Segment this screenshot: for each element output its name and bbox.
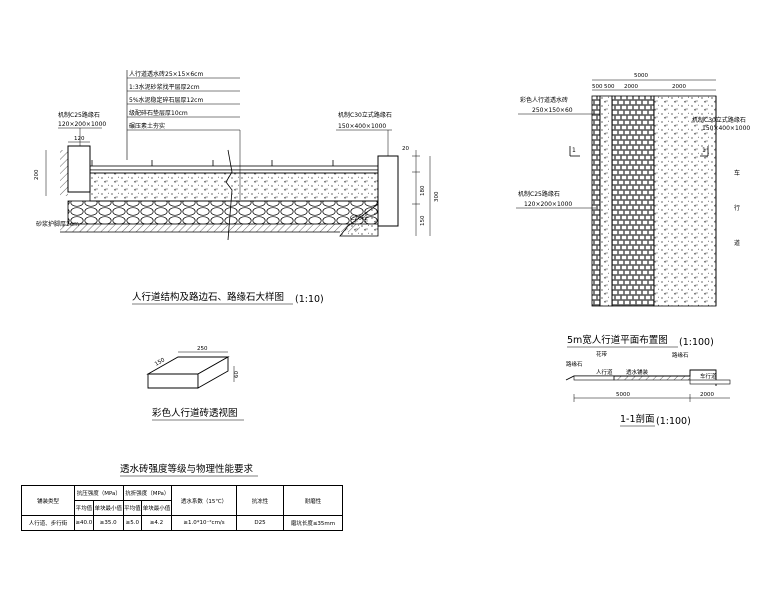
- cell-f-min: ≥4.2: [141, 515, 172, 531]
- dim-right-b: 150: [420, 215, 426, 226]
- plan-planting-strip: [599, 95, 613, 307]
- plan-title: 5m宽人行道平面布置图: [567, 334, 668, 346]
- cell-frost: D25: [236, 515, 284, 531]
- road-label-3: 道: [734, 239, 740, 247]
- road-label-2: 行: [734, 204, 740, 212]
- plan-curb-strip: [591, 95, 601, 307]
- plan-brick-label: 彩色人行道透水砖: [520, 96, 568, 104]
- section-mark-left: 1: [572, 147, 576, 154]
- right-curb-size: 150×400×1000: [338, 123, 386, 130]
- plan-scale: (1:100): [679, 337, 714, 348]
- table-row: 人行道、步行街 ≥40.0 ≥35.0 ≥5.0 ≥4.2 ≥1.0*10⁻²c…: [21, 515, 343, 531]
- sec-label-4: 透水铺装: [626, 368, 649, 376]
- section-mark-right: 1: [702, 147, 706, 154]
- stabilized-layer: [89, 172, 379, 202]
- plan-permeable-paving: [653, 95, 717, 307]
- table-title: 透水砖强度等级与物理性能要求: [120, 463, 254, 475]
- mortar-footing-label: 砂浆护脚厚2cm: [36, 220, 79, 228]
- dim-right-c: 300: [434, 191, 440, 202]
- layer-label-2: 1:3水泥砂浆找平层厚2cm: [129, 83, 200, 91]
- section-1-1-scale: (1:100): [656, 416, 691, 427]
- brick-title: 彩色人行道砖透视图: [152, 407, 238, 419]
- cell-f-avg: ≥5.0: [122, 515, 143, 531]
- table-header-row: 铺装类型 抗压强度（MPa） 抗折强度（MPa） 透水系数（15℃） 抗冻性 耐…: [21, 485, 343, 516]
- cell-wear: 磨坑长度≤35mm: [283, 515, 343, 531]
- right-curb: [377, 155, 399, 227]
- th-permeability: 透水系数（15℃）: [171, 485, 237, 516]
- brick-perspective: 250 150 60 彩色人行道砖透视图: [146, 346, 244, 421]
- th-flexural: 抗折强度（MPa）: [122, 485, 173, 501]
- performance-table: 铺装类型 抗压强度（MPa） 抗折强度（MPa） 透水系数（15℃） 抗冻性 耐…: [21, 485, 343, 531]
- concrete-label: C20砼: [350, 214, 368, 222]
- brick-layer: [67, 165, 379, 171]
- sec-label-2: 花带: [596, 350, 608, 358]
- th-f-avg: 平均值: [122, 500, 143, 516]
- brick-length: 250: [197, 346, 208, 352]
- mortar-layer: [67, 169, 379, 174]
- plan-seg-4: 2000: [672, 84, 686, 90]
- th-c-avg: 平均值: [74, 500, 94, 516]
- plan-right-curb-size: 150×400×1000: [702, 125, 750, 132]
- sidewalk-section-detail: 人行道透水砖25×15×6cm 1:3水泥砂浆找平层厚2cm 5%水泥稳定碎石层…: [34, 70, 440, 305]
- th-frost: 抗冻性: [236, 485, 284, 516]
- sec-dim-right: 2000: [700, 392, 714, 398]
- sec-label-3: 人行道: [596, 368, 613, 376]
- soil-layer: [60, 224, 360, 232]
- plan-seg-2: 500: [604, 84, 615, 90]
- section-detail-scale: (1:10): [295, 294, 324, 305]
- plan-right-curb-label: 机制C30立式路缘石: [692, 116, 746, 124]
- th-compressive: 抗压强度（MPa）: [74, 485, 124, 501]
- th-f-min: 单块最小值: [141, 500, 172, 516]
- layer-label-4: 级配碎石垫层厚10cm: [129, 109, 188, 117]
- right-curb-label: 机制C30立式路缘石: [338, 111, 392, 119]
- left-curb-size: 120×200×1000: [58, 121, 106, 128]
- plan-view: 5000 500 500 2000 2000 彩色人行道透水砖 250×150×…: [516, 73, 750, 348]
- th-wear: 耐磨性: [283, 485, 343, 516]
- plan-seg-3: 2000: [624, 84, 638, 90]
- left-curb: [67, 145, 91, 193]
- gravel-layer: [67, 200, 379, 225]
- plan-brick-paving: [611, 95, 655, 307]
- layer-label-3: 5%水泥稳定碎石层厚12cm: [129, 96, 203, 104]
- section-1-1: 路缘石 花带 人行道 透水铺装 路缘石 车行道 5000 2000 1-1剖面 …: [565, 350, 731, 427]
- layer-label-1: 人行道透水砖25×15×6cm: [129, 70, 203, 78]
- layer-label-5: 碾压素土夯实: [129, 122, 165, 130]
- cell-permeability: ≥1.0*10⁻²cm/s: [171, 515, 237, 531]
- cell-c-min: ≥35.0: [92, 515, 124, 531]
- cell-type: 人行道、步行街: [21, 515, 75, 531]
- plan-total-width: 5000: [634, 73, 648, 79]
- dim-right-top: 20: [402, 146, 409, 152]
- section-detail-title: 人行道结构及路边石、路缘石大样图: [132, 291, 284, 303]
- plan-brick-size: 250×150×60: [532, 107, 573, 114]
- section-1-1-title: 1-1剖面: [620, 413, 655, 425]
- dim-right-a: 180: [420, 185, 426, 196]
- dim-left-height: 200: [34, 169, 40, 180]
- concrete-haunch: [339, 203, 379, 237]
- plan-seg-1: 500: [592, 84, 603, 90]
- sec-label-1: 路缘石: [566, 360, 583, 368]
- th-type: 铺装类型: [21, 485, 75, 516]
- sec-dim-left: 5000: [616, 392, 630, 398]
- plan-curb-label: 机制C25路缘石: [518, 190, 560, 198]
- table-subheader-row: 平均值 单块最小值 平均值 单块最小值: [22, 500, 343, 516]
- cell-c-avg: ≥40.0: [74, 515, 94, 531]
- plan-curb-size: 120×200×1000: [524, 201, 572, 208]
- sec-label-5: 路缘石: [672, 351, 689, 359]
- th-c-min: 单块最小值: [92, 500, 124, 516]
- road-label-1: 车: [734, 169, 740, 177]
- sec-label-6: 车行道: [700, 372, 717, 380]
- brick-height: 60: [234, 371, 240, 378]
- brick-width: 150: [154, 357, 167, 368]
- left-curb-label: 机制C25路缘石: [58, 111, 100, 119]
- dim-top-left: 120: [74, 136, 85, 142]
